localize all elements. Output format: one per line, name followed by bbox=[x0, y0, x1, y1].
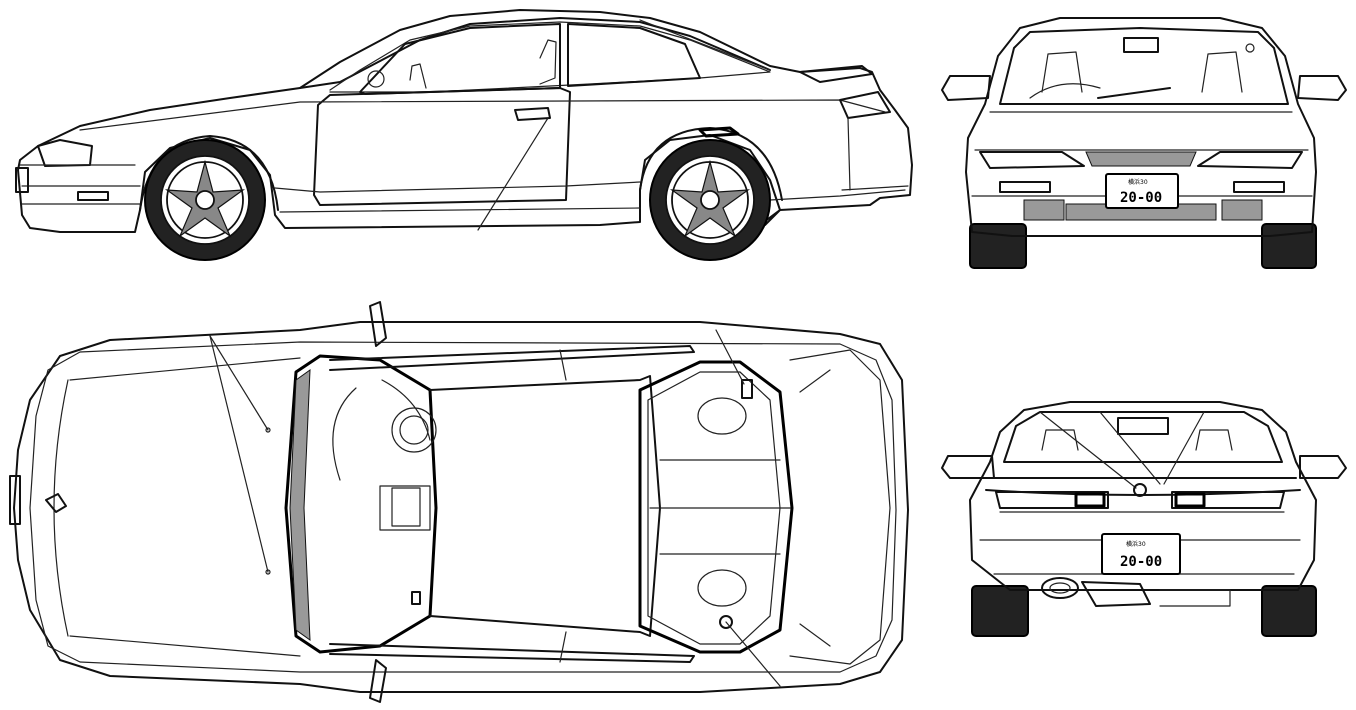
front-plate-number: 20-00 bbox=[1120, 190, 1162, 206]
rear-view bbox=[941, 401, 1347, 637]
side-front-wheel bbox=[144, 139, 266, 261]
side-rear-wheel bbox=[649, 139, 771, 261]
top-view bbox=[9, 301, 909, 703]
rear-license-plate: 横浜30 20-00 bbox=[1101, 533, 1181, 575]
front-license-plate: 横浜30 20-00 bbox=[1105, 173, 1179, 209]
front-view bbox=[941, 17, 1347, 269]
rear-plate-region: 横浜30 bbox=[1126, 540, 1146, 548]
front-plate-region: 横浜30 bbox=[1128, 178, 1148, 186]
rear-plate-number: 20-00 bbox=[1120, 554, 1162, 570]
